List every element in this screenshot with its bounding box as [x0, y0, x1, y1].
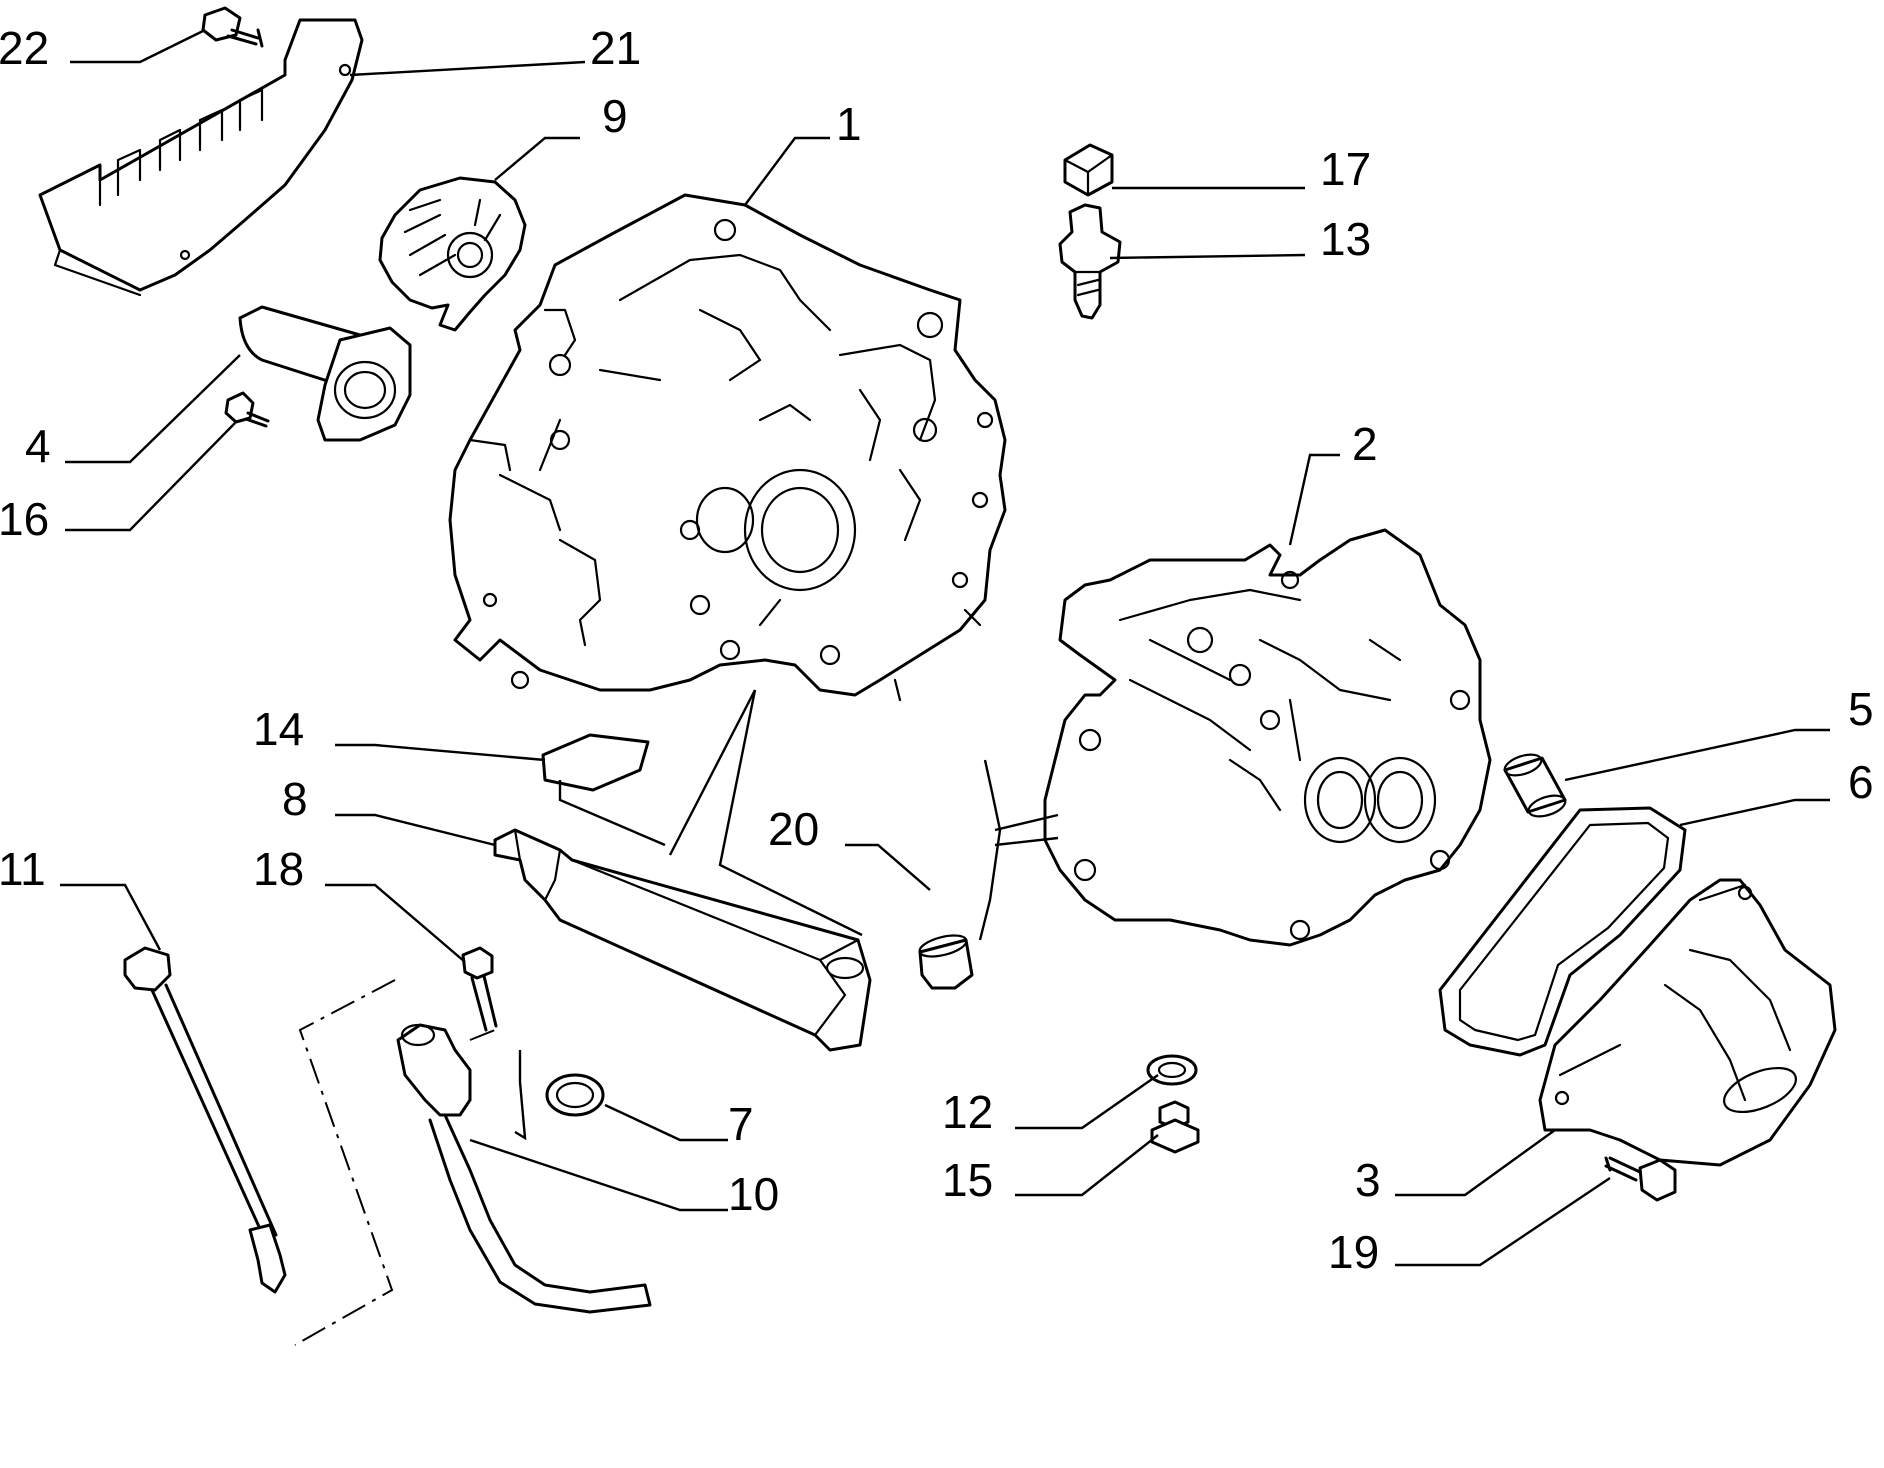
part-6-gasket: [1438, 806, 1687, 1057]
part-20-cap: [918, 934, 974, 990]
part-3-rear-cover: [1538, 878, 1837, 1167]
part-15-plug: [1150, 1100, 1200, 1154]
part-19-bolt: [1604, 1156, 1677, 1202]
part-12-washer: [1146, 1054, 1198, 1086]
callout-6: 6: [1848, 756, 1874, 808]
callout-8: 8: [282, 773, 308, 825]
callout-1: 1: [836, 98, 862, 150]
callout-19: 19: [1328, 1226, 1379, 1278]
callout-5: 5: [1848, 683, 1874, 735]
part-9-shield: [378, 176, 527, 332]
leader-lines: [60, 28, 1830, 1267]
callout-22: 22: [0, 22, 49, 74]
callout-14: 14: [253, 703, 304, 755]
part-10-dipstick-tube: [396, 1023, 652, 1314]
part-7-seal-ring: [545, 1073, 605, 1117]
callout-12: 12: [942, 1086, 993, 1138]
part-13-switch: [1058, 203, 1122, 320]
callout-2: 2: [1352, 418, 1378, 470]
callout-9: 9: [602, 90, 628, 142]
callout-17: 17: [1320, 143, 1371, 195]
part-4-guide-sleeve: [238, 305, 412, 442]
assembly-bracket-lines: [294, 759, 1059, 1346]
part-18-bolt: [461, 946, 498, 1032]
callout-21: 21: [590, 22, 641, 74]
callout-10: 10: [728, 1168, 779, 1220]
part-21-cover-plate: [38, 18, 364, 297]
part-5-sleeve: [1503, 753, 1567, 818]
callout-20: 20: [768, 803, 819, 855]
callout-7: 7: [728, 1098, 754, 1150]
callout-11: 11: [0, 843, 46, 895]
part-22-bolt: [201, 6, 264, 48]
part-11-dipstick: [123, 946, 287, 1294]
part-8-rail: [493, 828, 872, 1052]
part-2-gearbox-housing: [1043, 528, 1492, 947]
part-16-bolt: [224, 391, 270, 428]
callout-15: 15: [942, 1154, 993, 1206]
part-1-clutch-housing: [448, 193, 1007, 702]
callout-3: 3: [1355, 1154, 1381, 1206]
callout-4: 4: [25, 420, 51, 472]
part-17-cap: [1063, 143, 1114, 197]
callout-labels: 22 21 9 1 17 13 4 16 2 5 6 14 8 20 11 18…: [0, 22, 1874, 1278]
callout-18: 18: [253, 843, 304, 895]
callout-13: 13: [1320, 213, 1371, 265]
callout-16: 16: [0, 493, 49, 545]
part-14-pad: [541, 733, 650, 792]
